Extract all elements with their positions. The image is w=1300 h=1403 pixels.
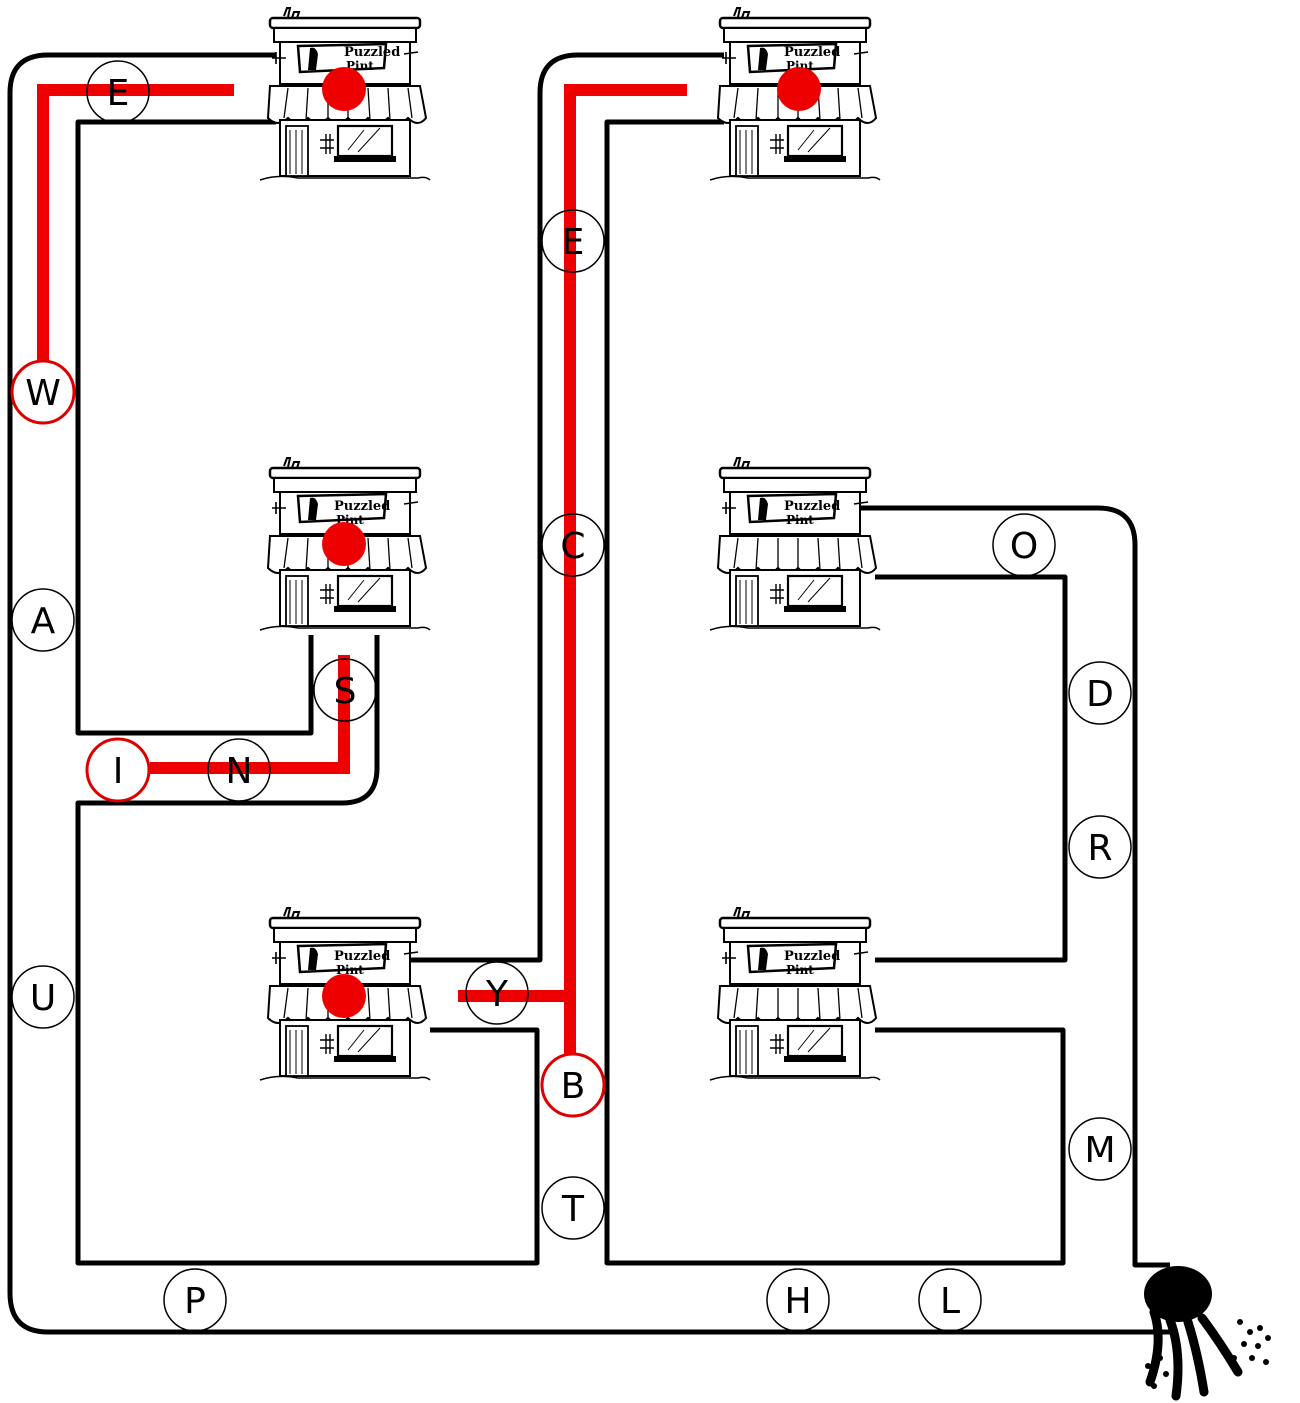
letter-circle: [541, 209, 605, 273]
letter-circle: [540, 1052, 606, 1118]
pub-sign-line1: Puzzled: [784, 949, 840, 964]
letter-label: O: [1010, 526, 1038, 567]
letter-node-p: P: [163, 1268, 227, 1332]
letter-node-w: W: [10, 359, 76, 425]
pub-building-icon: [708, 456, 882, 632]
pub-sign-line1: Puzzled: [784, 499, 840, 514]
letter-circle: [1068, 661, 1132, 725]
letter-label: Y: [485, 974, 509, 1015]
letter-label: S: [334, 671, 357, 712]
letter-label: M: [1084, 1130, 1115, 1171]
letter-circle: [313, 658, 377, 722]
letter-circle: [10, 359, 76, 425]
letter-node-c: C: [541, 513, 605, 577]
letter-circle: [918, 1268, 982, 1332]
letter-circles: E W A S I N U P E C Y B T O D R M H L: [10, 60, 1132, 1332]
letter-label: H: [784, 1281, 811, 1322]
pub-sign-line2: Pint: [786, 513, 814, 527]
letter-circle: [86, 60, 150, 124]
highlight-paths: [37, 84, 687, 1060]
pipe-outer-left: [7, 52, 1170, 1335]
red-path-center: [564, 84, 687, 1060]
marker-dot: [322, 67, 366, 111]
letter-node-u: U: [11, 965, 75, 1029]
letter-node-b: B: [540, 1052, 606, 1118]
pipe-center-inner: [604, 119, 1066, 1266]
letter-node-h: H: [766, 1268, 830, 1332]
marker-dot: [322, 522, 366, 566]
letter-circle: [1068, 1117, 1132, 1181]
letter-label: A: [31, 601, 56, 642]
letter-circle: [163, 1268, 227, 1332]
letter-circle: [541, 1176, 605, 1240]
pub-sign-line1: Puzzled: [344, 45, 400, 60]
letter-label: W: [25, 373, 61, 414]
pipe-center-outer: [410, 52, 724, 963]
letter-node-l: L: [918, 1268, 982, 1332]
letter-node-o: O: [992, 513, 1056, 577]
letter-label: B: [561, 1066, 586, 1107]
letter-circle: [992, 513, 1056, 577]
red-path-middle-left: [150, 655, 350, 774]
letter-node-s: S: [313, 658, 377, 722]
letter-circle: [207, 738, 271, 802]
letter-label: D: [1086, 674, 1114, 715]
pub-bottom-left: Puzzled Pint: [258, 906, 432, 1082]
letter-node-y: Y: [465, 961, 529, 1025]
pipe-right-outer: [860, 505, 1170, 1268]
letter-label: R: [1087, 828, 1112, 869]
letter-label: I: [113, 751, 124, 792]
letter-circle: [11, 965, 75, 1029]
letter-circle: [465, 961, 529, 1025]
pub-middle-right: Puzzled Pint: [708, 456, 882, 632]
letter-label: U: [30, 978, 56, 1019]
letter-label: N: [226, 751, 253, 792]
letter-node-e-mid: E: [541, 209, 605, 273]
pub-sign-line2: Pint: [786, 963, 814, 977]
letter-circle: [541, 513, 605, 577]
pub-bottom-right: Puzzled Pint: [708, 906, 882, 1082]
letter-node-a: A: [11, 588, 75, 652]
marker-dot: [777, 67, 821, 111]
pub-building-icon: [708, 906, 882, 1082]
letter-label: P: [184, 1281, 206, 1322]
letter-node-n: N: [207, 738, 271, 802]
letter-label: E: [562, 222, 585, 263]
pipe-middle-left-outlet: [75, 635, 540, 1266]
marker-dot: [322, 974, 366, 1018]
letter-node-d: D: [1068, 661, 1132, 725]
letter-node-t: T: [541, 1176, 605, 1240]
pipe-right-inner: [875, 574, 1068, 963]
letter-node-m: M: [1068, 1117, 1132, 1181]
letter-circle: [1068, 815, 1132, 879]
letter-circle: [11, 588, 75, 652]
letter-label: T: [561, 1189, 585, 1230]
pipe-inner-left-upper: [75, 119, 314, 736]
letter-node-i: I: [85, 737, 151, 803]
letter-label: L: [940, 1281, 960, 1322]
letter-circle: [766, 1268, 830, 1332]
letter-node-e-top: E: [86, 60, 150, 124]
pipe-network: [7, 52, 1170, 1335]
pub-sign-line1: Puzzled: [784, 45, 840, 60]
marker-dots: [322, 67, 821, 1018]
drain-pipe-icon: [1144, 1266, 1271, 1401]
pub-sign-line2: Pint: [336, 963, 364, 977]
letter-node-r: R: [1068, 815, 1132, 879]
pub-sign-line1: Puzzled: [334, 499, 390, 514]
letter-label: C: [560, 526, 585, 567]
letter-label: E: [107, 73, 130, 114]
pub-sign-line1: Puzzled: [334, 949, 390, 964]
letter-circle: [85, 737, 151, 803]
red-path-top-left: [37, 84, 234, 375]
